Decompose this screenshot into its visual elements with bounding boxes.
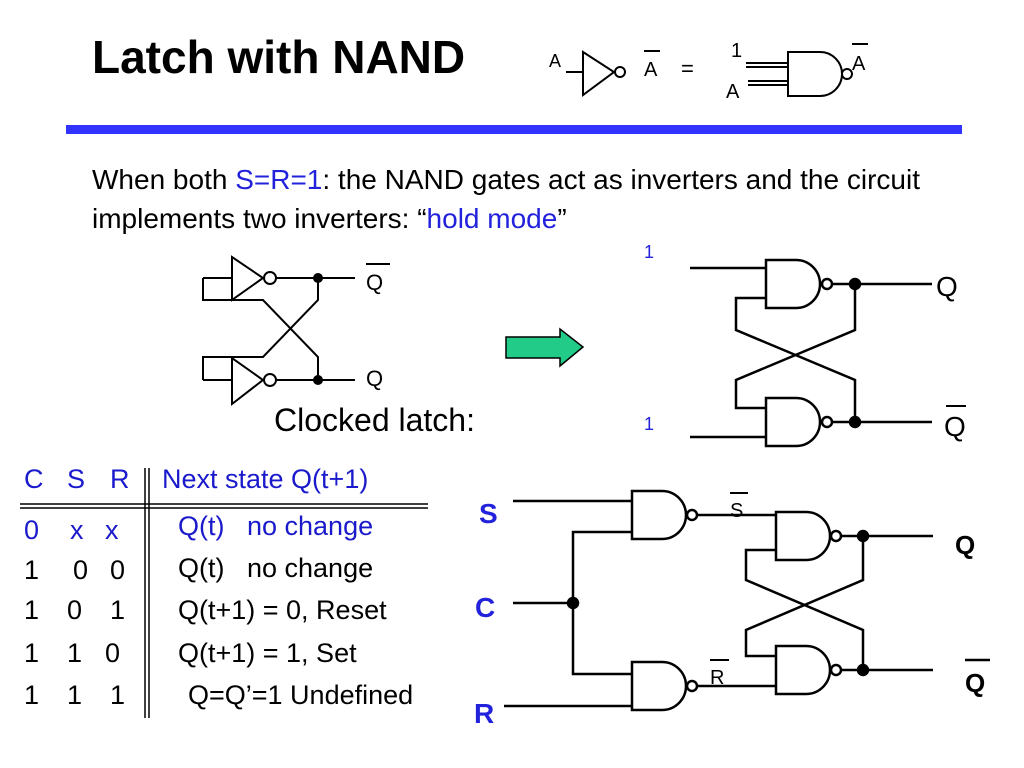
- intro-middle: : the NAND gates act as inverters and th…: [92, 164, 920, 234]
- equiv-nand: [746, 51, 853, 97]
- intro-prefix: When both: [92, 164, 236, 195]
- nand-latch-qbar: Q: [944, 411, 966, 442]
- clocked-s-bar: S: [730, 500, 743, 522]
- row-3-next: Q(t+1) = 0, Reset: [178, 595, 387, 625]
- row-1-c: 0: [24, 515, 40, 545]
- row-4-r: 0: [105, 638, 121, 668]
- intro-paragraph: When both S=R=1: the NAND gates act as i…: [92, 160, 972, 238]
- row-2-c: 1: [24, 555, 40, 585]
- clocked-latch-circuit: [504, 489, 933, 712]
- row-5-s: 1: [67, 680, 83, 710]
- row-1-s: x: [70, 515, 84, 545]
- header-r: R: [110, 464, 130, 494]
- row-1-next: Q(t) no change: [178, 511, 374, 541]
- inverter-latch: [202, 255, 355, 407]
- row-4-s: 1: [67, 638, 83, 668]
- row-2-s: 0: [73, 555, 89, 585]
- header-c: C: [24, 464, 44, 494]
- clocked-r-bar: R: [710, 667, 724, 689]
- row-4-c: 1: [24, 638, 40, 668]
- row-2-r: 0: [110, 555, 126, 585]
- row-1-r: x: [105, 515, 119, 545]
- row-3-s: 0: [67, 595, 83, 625]
- slide-title: Latch with NAND: [92, 31, 466, 83]
- row-3-c: 1: [24, 595, 40, 625]
- equiv-input-label: A: [549, 51, 561, 71]
- row-5-c: 1: [24, 680, 40, 710]
- intro-mode: hold mode: [426, 203, 558, 234]
- header-next-state: Next state Q(t+1): [162, 464, 369, 494]
- clocked-qbar: Q: [965, 668, 985, 698]
- clocked-latch-label: Clocked latch:: [274, 402, 475, 438]
- nand-latch-top-input: 1: [644, 242, 654, 262]
- truth-table-rules: [20, 468, 428, 718]
- transform-arrow-icon: [505, 327, 585, 368]
- title-divider: [66, 125, 962, 134]
- equiv-inverter: [566, 50, 626, 97]
- row-3-r: 1: [110, 595, 126, 625]
- clocked-s-label: S: [479, 498, 498, 529]
- intro-condition: S=R=1: [235, 164, 323, 195]
- equiv-output-label: A: [644, 59, 658, 81]
- equiv-const-input: 1: [731, 40, 742, 62]
- row-4-next: Q(t+1) = 1, Set: [178, 638, 357, 668]
- row-5-next: Q=Q’=1 Undefined: [188, 680, 414, 710]
- row-5-r: 1: [110, 680, 126, 710]
- nand-latch-bottom-input: 1: [644, 414, 654, 434]
- clocked-q: Q: [955, 530, 975, 560]
- inv-latch-bottom-output: Q: [366, 366, 383, 391]
- nand-latch: [690, 258, 932, 448]
- equiv-nand-input: A: [726, 81, 740, 103]
- equiv-nand-output: A: [852, 53, 866, 75]
- nand-latch-q: Q: [936, 271, 958, 302]
- intro-suffix: ”: [557, 203, 567, 234]
- row-2-next: Q(t) no change: [178, 553, 374, 583]
- inv-latch-top-output: Q: [366, 270, 383, 295]
- clocked-r-label: R: [474, 698, 494, 729]
- header-s: S: [67, 464, 86, 494]
- equiv-equals: =: [681, 56, 694, 81]
- clocked-c-label: C: [475, 592, 495, 623]
